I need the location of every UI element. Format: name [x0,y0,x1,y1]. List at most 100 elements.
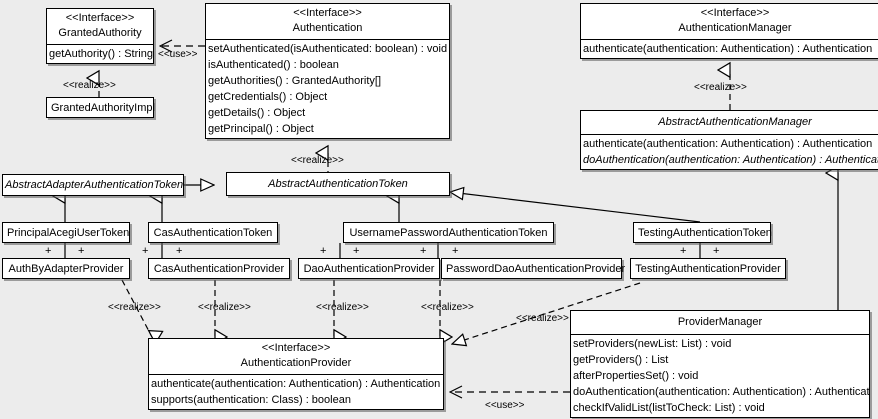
class-header: AbstractAuthenticationToken [227,173,449,195]
class-member: getAuthority() : String [49,48,153,60]
class-abstract-authentication-token[interactable]: AbstractAuthenticationToken [226,172,450,196]
class-header: <<Interface>> Authentication [206,4,449,39]
class-provider-manager[interactable]: ProviderManager setProviders(newList: Li… [570,310,870,418]
class-testing-authentication-token[interactable]: TestingAuthenticationToken [633,222,772,244]
class-name: AuthenticationManager [678,22,792,34]
assoc-plus-marker: + [320,245,327,257]
assoc-plus-marker: + [680,245,687,257]
class-header: DaoAuthenticationProvider [299,259,439,280]
class-header: CasAuthenticationProvider [149,259,289,280]
class-authentication-manager[interactable]: <<Interface>> AuthenticationManager auth… [580,3,878,59]
class-name: PasswordDaoAuthenticationProvider [446,263,626,275]
class-name: GrantedAuthorityImpl [51,102,155,114]
stereotype-label: <<Interface>> [700,7,770,19]
class-member: getAuthorities() : GrantedAuthority[] [208,75,382,87]
class-member: getCredentials() : Object [208,91,328,103]
assoc-plus-marker: + [142,245,149,257]
class-header: ProviderManager [571,311,869,334]
class-member: afterPropertiesSet() : void [573,370,699,382]
class-header: TestingAuthenticationToken [634,223,772,244]
class-member: setAuthenticated(isAuthenticated: boolea… [208,43,448,55]
class-abstract-authentication-manager[interactable]: AbstractAuthenticationManager authentica… [580,110,878,170]
class-member: supports(authentication: Class) : boolea… [151,394,351,406]
class-name: TestingAuthenticationToken [638,227,772,239]
edge-label-realize-abstractauthenticationmanager: <<realize>> [694,82,747,93]
class-name: DaoAuthenticationProvider [303,263,435,275]
class-name: PrincipalAcegiUserToken [7,227,130,239]
class-name: TestingAuthenticationProvider [635,263,781,275]
edge-label-realize-cas: <<realize>> [198,302,251,313]
stereotype-label: <<Interface>> [293,7,362,19]
assoc-plus-marker: + [420,245,427,257]
members-compartment: authenticate(authentication: Authenticat… [149,374,443,409]
assoc-plus-marker: + [353,245,360,257]
class-principal-acegi-user-token[interactable]: PrincipalAcegiUserToken [2,222,130,243]
class-username-password-authentication-token[interactable]: UsernamePasswordAuthenticationToken [343,222,554,243]
members-compartment: setProviders(newList: List) : void getPr… [571,334,869,417]
class-member: authenticate(authentication: Authenticat… [583,138,873,150]
class-header: <<Interface>> GrantedAuthority [47,9,153,44]
edge-label-realize-dao: <<realize>> [316,302,369,313]
edge-label-realize-passworddao: <<realize>> [421,302,474,313]
class-member: doAuthentication(authentication: Authent… [583,154,878,166]
class-granted-authority[interactable]: <<Interface>> GrantedAuthority getAuthor… [46,8,154,64]
class-header: CasAuthenticationToken [149,223,277,244]
class-name: AbstractAuthenticationToken [268,178,408,190]
class-password-dao-authentication-provider[interactable]: PasswordDaoAuthenticationProvider [441,258,626,280]
class-name: CasAuthenticationToken [153,227,273,239]
assoc-plus-marker: + [45,245,52,257]
class-name: AuthenticationProvider [240,357,352,369]
class-member: isAuthenticated() : boolean [208,59,339,71]
class-header: GrantedAuthorityImpl [47,98,155,119]
class-header: AbstractAdapterAuthenticationToken [3,175,183,195]
edge-label-realize-abstractauthenticationtoken: <<realize>> [291,155,344,166]
class-member: doAuthentication(authentication: Authent… [573,386,869,398]
stereotype-label: <<Interface>> [261,342,331,354]
members-compartment: authenticate(authentication: Authenticat… [581,134,878,169]
edge-label-use-authentication-grantedauthority: <<use>> [158,49,198,60]
class-header: UsernamePasswordAuthenticationToken [344,223,553,244]
class-testing-authentication-provider[interactable]: TestingAuthenticationProvider [630,258,786,279]
class-abstract-adapter-authentication-token[interactable]: AbstractAdapterAuthenticationToken [2,174,184,196]
class-name: GrantedAuthority [58,27,142,39]
class-member: authenticate(authentication: Authenticat… [151,378,441,390]
assoc-plus-marker: + [713,245,720,257]
class-name: CasAuthenticationProvider [153,263,285,275]
class-authentication[interactable]: <<Interface>> Authentication setAuthenti… [205,3,450,139]
class-name: Authentication [292,22,363,34]
class-dao-authentication-provider[interactable]: DaoAuthenticationProvider [298,258,440,279]
class-header: PasswordDaoAuthenticationProvider [442,259,626,280]
edge-label-realize-testing: <<realize>> [516,313,569,324]
edge-generalize-testingauthenticationtoken [450,192,701,223]
class-header: <<Interface>> AuthenticationManager [581,4,878,39]
class-cas-authentication-token[interactable]: CasAuthenticationToken [148,222,278,243]
members-compartment: setAuthenticated(isAuthenticated: boolea… [206,39,449,138]
class-header: <<Interface>> AuthenticationProvider [149,339,443,374]
edge-label-use-providermanager-authenticationprovider: <<use>> [485,400,525,411]
class-name: AuthByAdapterProvider [8,263,124,275]
class-member: setProviders(newList: List) : void [573,338,732,350]
edge-label-realize-authbyadapter: <<realize>> [108,302,161,313]
class-cas-authentication-provider[interactable]: CasAuthenticationProvider [148,258,290,279]
class-granted-authority-impl[interactable]: GrantedAuthorityImpl [46,97,155,119]
members-compartment: getAuthority() : String [47,44,153,63]
class-member: authenticate(authentication: Authenticat… [583,43,873,55]
class-header: PrincipalAcegiUserToken [3,223,129,244]
stereotype-label: <<Interface>> [65,12,135,24]
class-name: AbstractAuthenticationManager [658,116,812,128]
class-member: checkIfValidList(listToCheck: List) : vo… [573,402,765,414]
class-header: TestingAuthenticationProvider [631,259,785,280]
class-header: AuthByAdapterProvider [3,259,129,280]
class-name: AbstractAdapterAuthenticationToken [5,179,184,191]
class-member: getPrincipal() : Object [208,123,314,135]
class-header: AbstractAuthenticationManager [581,111,878,134]
edge-label-realize-grantedauthorityimpl: <<realize>> [63,80,116,91]
class-name: UsernamePasswordAuthenticationToken [349,227,548,239]
class-member: getDetails() : Object [208,107,306,119]
assoc-plus-marker: + [78,245,85,257]
class-auth-by-adapter-provider[interactable]: AuthByAdapterProvider [2,258,130,279]
class-name: ProviderManager [677,316,763,328]
class-authentication-provider[interactable]: <<Interface>> AuthenticationProvider aut… [148,338,444,410]
class-member: getProviders() : List [573,354,669,366]
